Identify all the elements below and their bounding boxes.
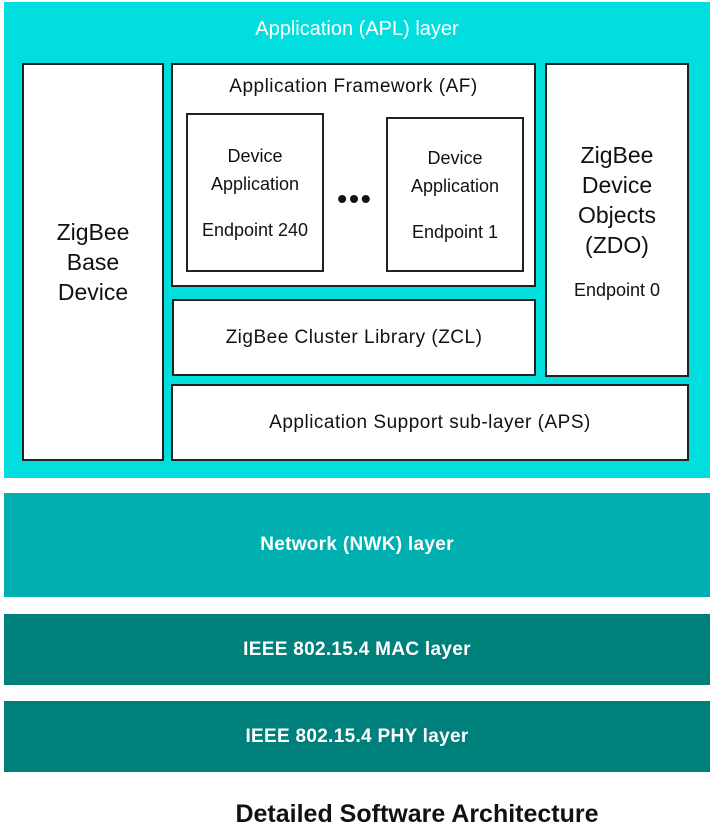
device-app-line1: Device xyxy=(427,147,483,168)
zbd-line-1: ZigBee xyxy=(56,219,130,245)
zigbee-device-objects-box: ZigBee Device Objects (ZDO) Endpoint 0 xyxy=(545,63,689,377)
network-layer: Network (NWK) layer xyxy=(4,493,710,597)
zdo-line-2: Device xyxy=(581,171,653,198)
device-app-line1: Device xyxy=(227,145,283,166)
zdo-line-1: ZigBee xyxy=(580,141,654,168)
zigbee-cluster-library-box: ZigBee Cluster Library (ZCL) xyxy=(172,299,536,376)
device-app-endpoint: Endpoint 240 xyxy=(201,219,309,240)
zbd-line-3: Device xyxy=(57,279,129,305)
ellipsis: ••• xyxy=(337,183,373,214)
apl-layer-title: Application (APL) layer xyxy=(255,17,459,40)
zigbee-base-device-box: ZigBee Base Device xyxy=(22,63,164,461)
zdo-line-3: Objects xyxy=(578,201,656,228)
device-app-line2: Application xyxy=(210,173,300,194)
device-app-line2: Application xyxy=(410,175,500,196)
zdo-endpoint: Endpoint 0 xyxy=(573,279,661,300)
device-app-endpoint: Endpoint 1 xyxy=(411,221,499,242)
device-application-endpoint-240: Device Application Endpoint 240 xyxy=(186,113,324,272)
phy-layer: IEEE 802.15.4 PHY layer xyxy=(4,701,710,772)
device-application-endpoint-1: Device Application Endpoint 1 xyxy=(386,117,524,272)
mac-layer: IEEE 802.15.4 MAC layer xyxy=(4,614,710,685)
application-support-sublayer-box: Application Support sub-layer (APS) xyxy=(171,384,689,461)
zbd-line-2: Base xyxy=(66,249,120,275)
zdo-line-4: (ZDO) xyxy=(585,231,649,258)
diagram-caption: Detailed Software Architecture xyxy=(235,799,599,828)
application-framework-title: Application Framework (AF) xyxy=(229,76,478,97)
